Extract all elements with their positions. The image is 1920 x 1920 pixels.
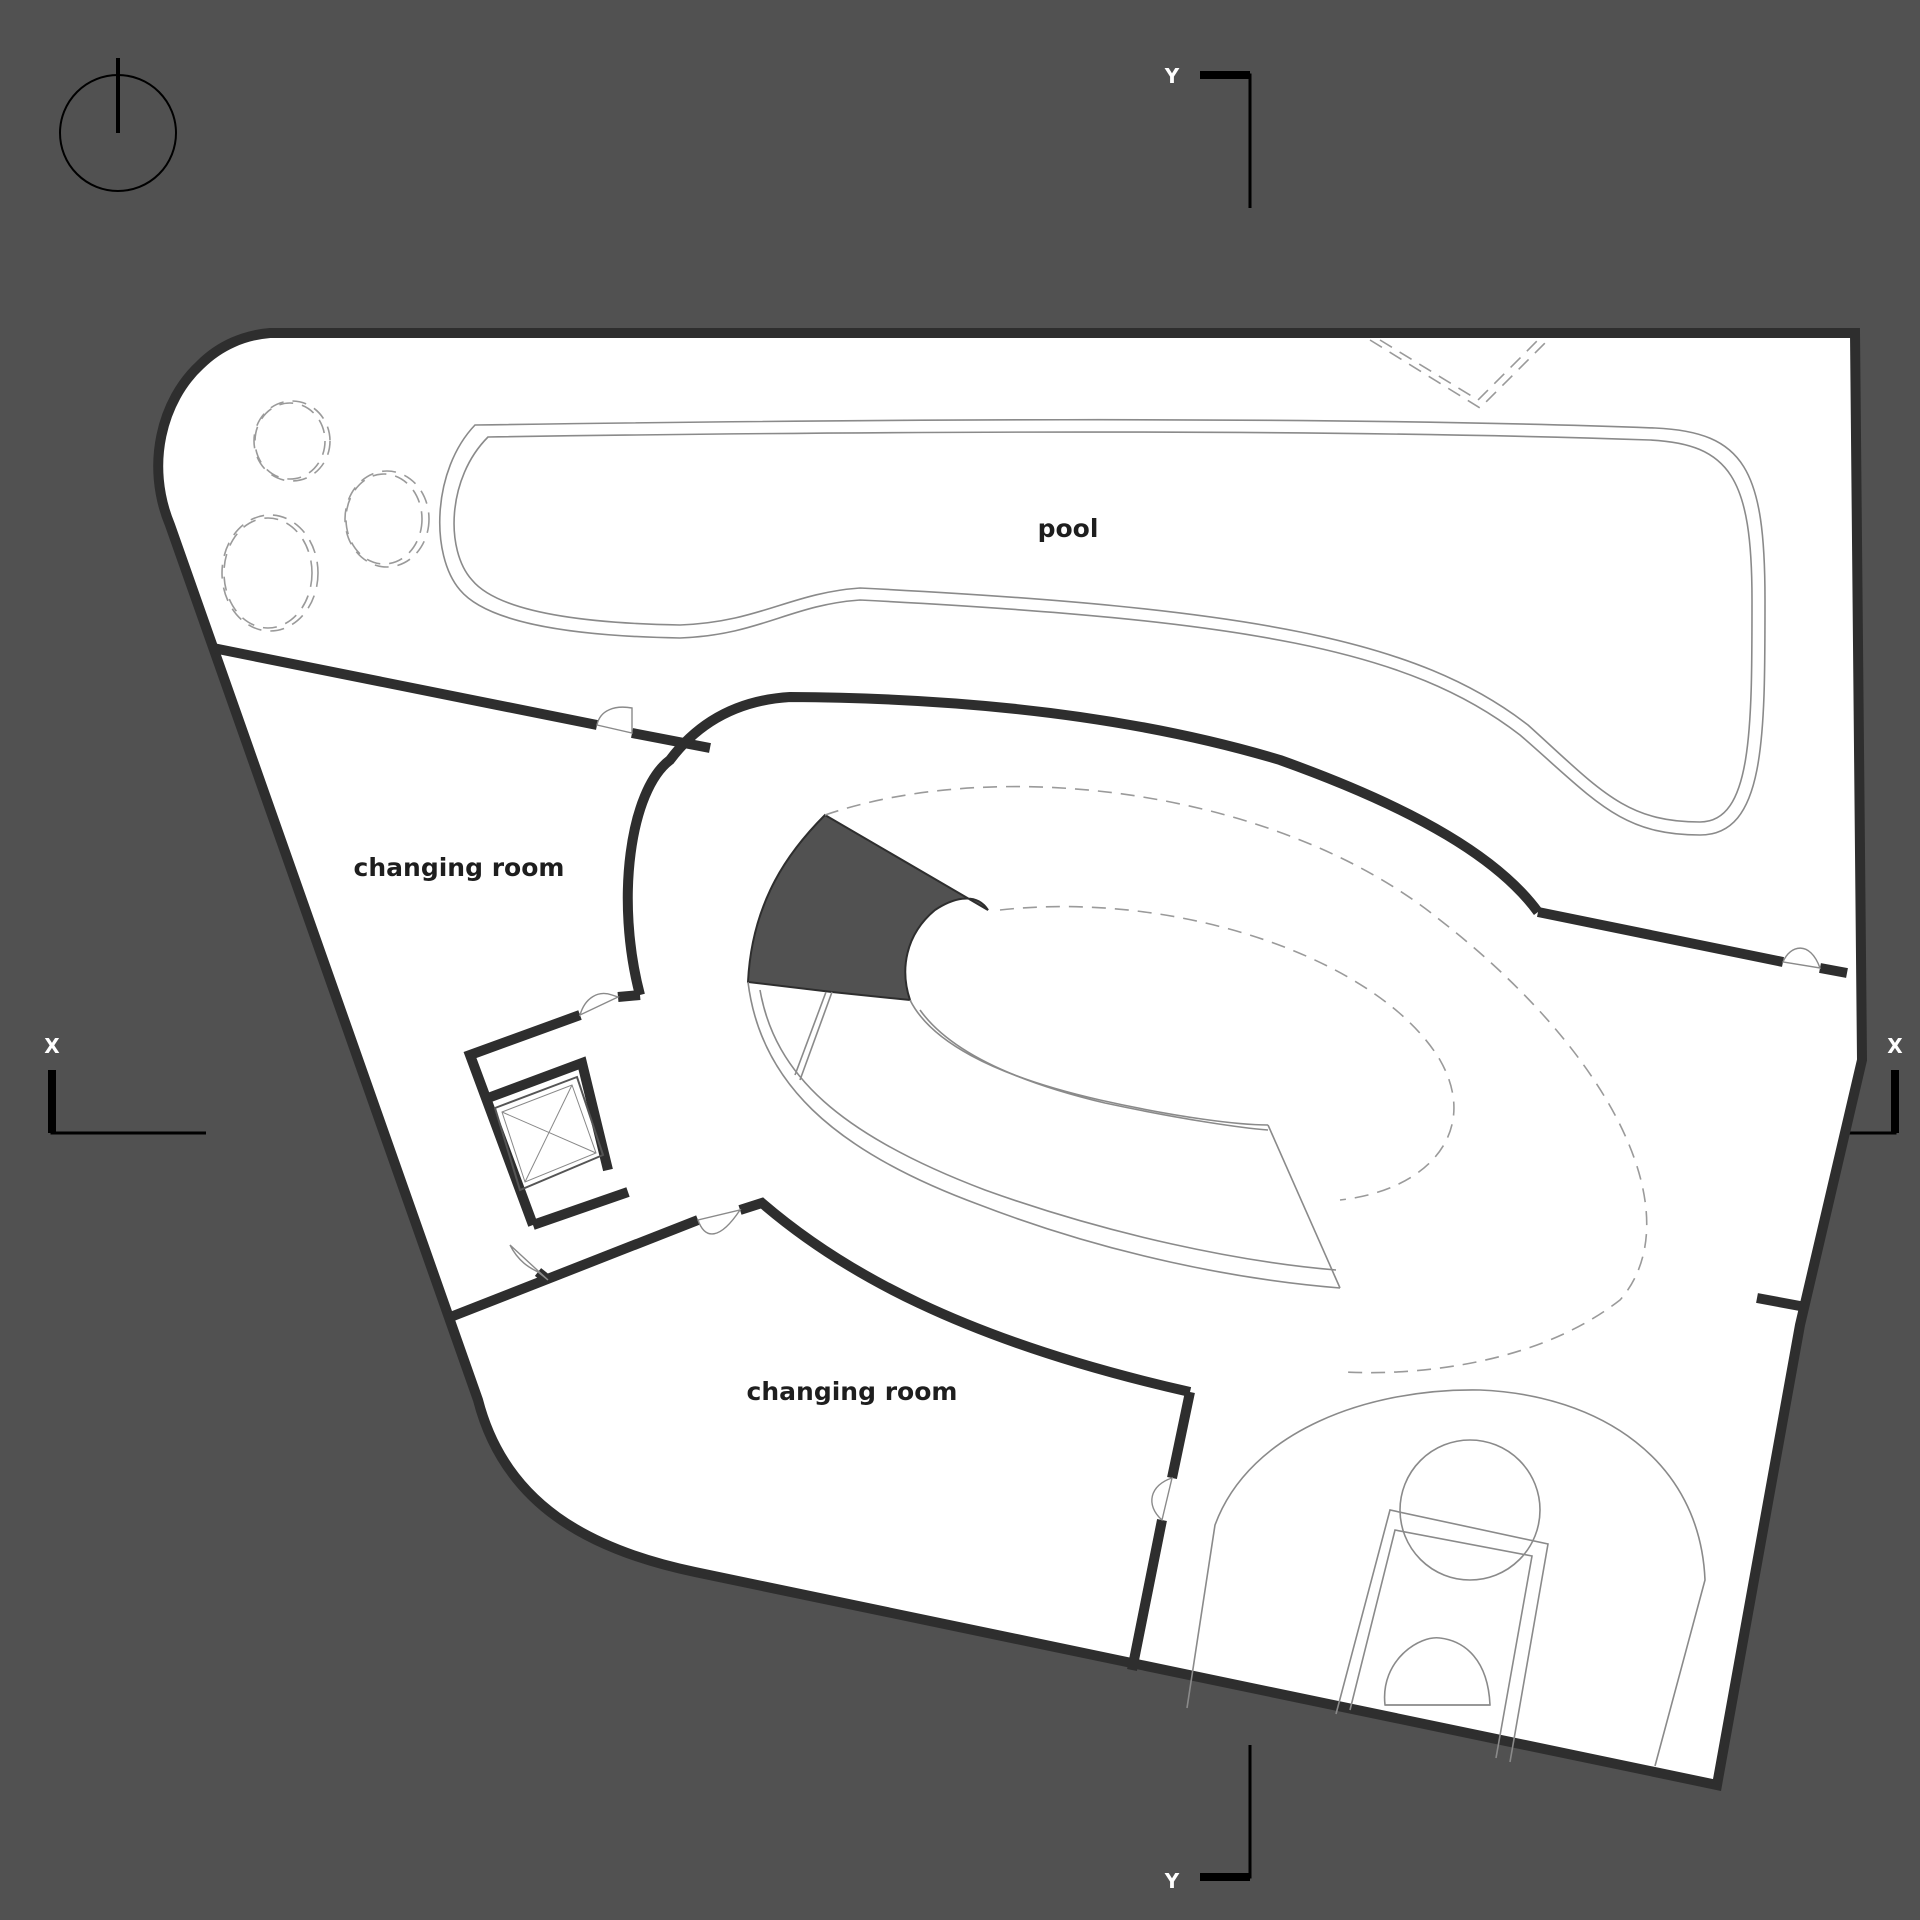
interior-walls [212, 643, 1848, 1671]
section-y-top-letter: Y [1164, 64, 1180, 88]
doors [509, 706, 1822, 1522]
section-marker-x-left: X [44, 1034, 206, 1135]
section-marker-y-top: Y [1164, 64, 1252, 208]
section-y-bottom-letter: Y [1164, 1869, 1180, 1893]
section-x-left-letter: X [44, 1034, 60, 1058]
pool-label: pool [1038, 514, 1099, 543]
changing-room-lower-label: changing room [747, 1377, 958, 1406]
corner-lines [1369, 339, 1549, 410]
door-lower-changing-a [697, 1208, 742, 1235]
door-upper-changing [596, 706, 633, 734]
door-lower-changing-c [1151, 1476, 1173, 1522]
pool-outline [438, 418, 1766, 836]
building-outline [153, 328, 1868, 1791]
basketball-court [1186, 1389, 1706, 1767]
door-lower-changing-b [509, 1244, 549, 1281]
door-elevator-top [578, 992, 620, 1017]
section-marker-y-bottom: Y [1164, 1745, 1252, 1893]
elevator [493, 1075, 605, 1192]
north-arrow-icon [59, 58, 177, 192]
plant-circles [221, 400, 430, 632]
section-x-right-letter: X [1887, 1034, 1903, 1058]
central-ramp [746, 785, 1648, 1374]
changing-room-upper-label: changing room [354, 853, 565, 882]
door-right-corridor [1782, 947, 1822, 969]
